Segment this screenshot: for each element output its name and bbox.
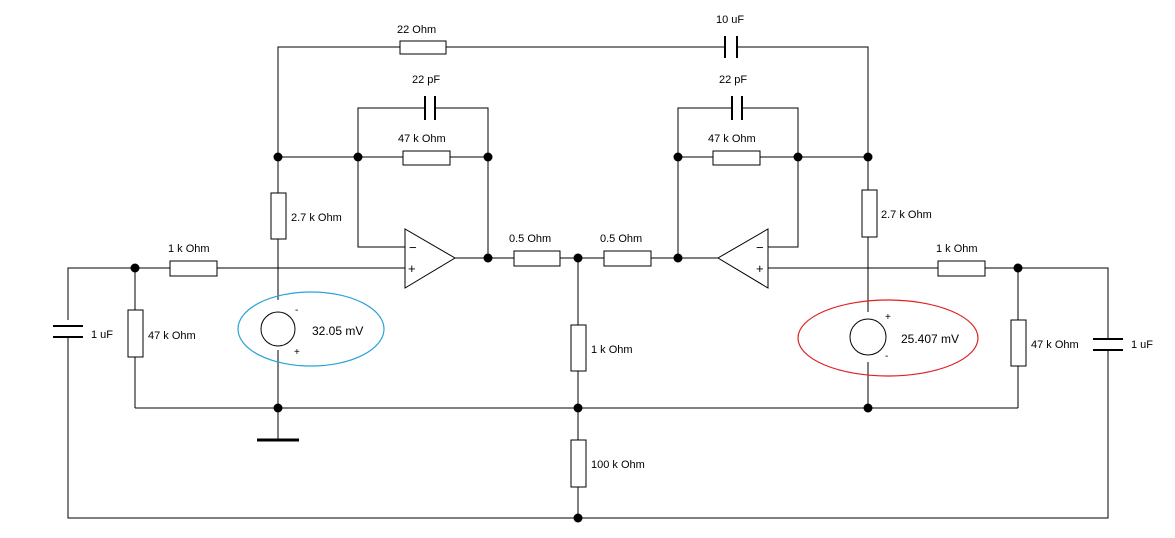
voltmeter-right-highlight (797, 299, 979, 377)
junction (1013, 263, 1023, 273)
resistor-shunt-left (127, 309, 144, 358)
opamp-left: − + (404, 228, 456, 289)
resistor-2-7k-left (270, 192, 287, 240)
voltmeter-right-sign-bottom: - (885, 351, 888, 362)
label-r-2-7k-left: 2.7 k Ohm (291, 212, 342, 224)
opamp-left-plus: + (408, 261, 416, 276)
resistor-2-7k-right (861, 189, 878, 238)
voltmeter-right-reading: 25.407 mV (901, 332, 959, 346)
junction (273, 152, 283, 162)
label-c-1uf-left: 1 uF (91, 329, 113, 341)
opamp-right-minus: − (756, 240, 764, 255)
junctions (130, 152, 1023, 523)
opamp-right-plus: + (756, 261, 764, 276)
junction (130, 263, 140, 273)
wires (67, 46, 1109, 519)
junction (483, 253, 493, 263)
resistor-feedback-left (402, 150, 451, 166)
resistor-input-left (169, 260, 218, 277)
label-r-1k-input-right: 1 k Ohm (936, 243, 978, 255)
label-r-47k-feedback-right: 47 k Ohm (708, 133, 756, 145)
resistor-shunt-right (1010, 319, 1027, 367)
label-c-22pf-left: 22 pF (412, 74, 440, 86)
junction (573, 253, 583, 263)
label-r-47k-feedback-left: 47 k Ohm (398, 133, 446, 145)
opamp-left-minus: − (409, 240, 417, 255)
voltmeter-left: - + 32.05 mV (237, 291, 385, 367)
resistor-0-5-right (603, 250, 652, 267)
label-r-0-5-left: 0.5 Ohm (509, 233, 551, 245)
resistors (127, 40, 1027, 488)
voltmeter-right: + - 25.407 mV (797, 299, 979, 377)
junction (673, 152, 683, 162)
label-r-47k-shunt-right: 47 k Ohm (1031, 339, 1079, 351)
junction (863, 152, 873, 162)
resistor-feedback-right (712, 150, 761, 166)
label-r-22-ohm: 22 Ohm (397, 24, 436, 36)
capacitor-22pf-right (731, 96, 743, 120)
voltmeter-left-reading: 32.05 mV (312, 324, 363, 338)
junction (793, 152, 803, 162)
capacitor-22pf-left (424, 96, 436, 120)
voltmeter-right-sign-top: + (885, 312, 891, 323)
resistor-0-5-left (513, 250, 561, 267)
label-c-22pf-right: 22 pF (719, 74, 747, 86)
label-r-100k: 100 k Ohm (591, 459, 645, 471)
resistor-100k (570, 439, 587, 488)
resistor-1k-center (570, 324, 587, 372)
junction (673, 253, 683, 263)
label-r-1k-center: 1 k Ohm (591, 344, 633, 356)
label-c-10uf: 10 uF (716, 14, 744, 26)
label-r-2-7k-right: 2.7 k Ohm (881, 209, 932, 221)
junction (573, 403, 583, 413)
junction (273, 403, 283, 413)
label-r-47k-shunt-left: 47 k Ohm (148, 330, 196, 342)
component-labels: 22 Ohm 10 uF 22 pF 22 pF 47 k Ohm 47 k O… (91, 14, 1153, 471)
capacitor-1uf-left (53, 325, 83, 338)
resistor-input-right (937, 260, 986, 277)
junction (483, 152, 493, 162)
resistor-22-ohm (399, 40, 447, 55)
junction (353, 152, 363, 162)
capacitors (53, 36, 1123, 351)
opamp-right: − + (717, 228, 769, 289)
junction (863, 403, 873, 413)
junction (573, 513, 583, 523)
capacitor-10uf (724, 36, 738, 58)
capacitor-1uf-right (1093, 338, 1123, 351)
label-r-1k-input-left: 1 k Ohm (168, 243, 210, 255)
label-r-0-5-right: 0.5 Ohm (600, 233, 642, 245)
voltmeter-left-sign-bottom: + (294, 347, 300, 358)
label-c-1uf-right: 1 uF (1131, 339, 1153, 351)
voltmeter-left-highlight (237, 291, 385, 367)
voltmeter-left-sign-top: - (295, 305, 298, 316)
